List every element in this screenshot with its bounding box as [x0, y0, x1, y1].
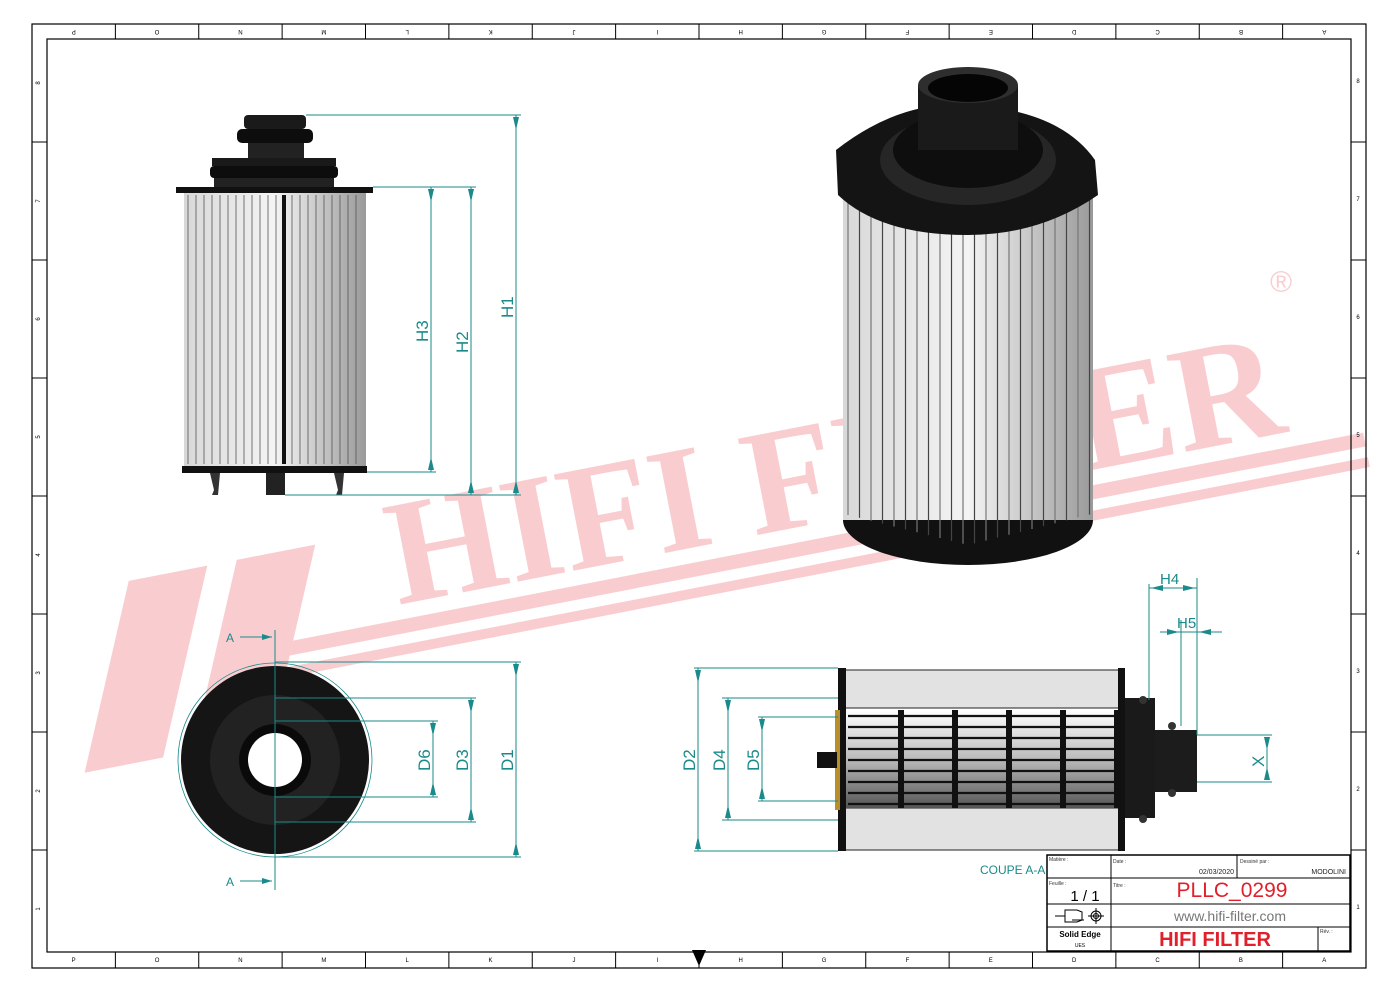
zone-letter-bottom: I	[656, 958, 658, 964]
zone-letter-top: F	[905, 28, 909, 34]
software-name: Solid Edge	[1059, 930, 1101, 939]
zone-letter-bottom: F	[906, 958, 910, 964]
date-label: Date :	[1113, 859, 1126, 865]
dim-d2: D2	[680, 749, 699, 771]
zone-letter-bottom: L	[406, 958, 410, 964]
dim-d3: D3	[453, 749, 472, 771]
material-label: Matière :	[1049, 857, 1068, 863]
zone-letter-bottom: J	[572, 958, 575, 964]
zone-letter-top: J	[572, 28, 575, 34]
zone-markers: P P O O N N M M L L K K J J I I H H G G F F E E D D C C B B A A 8 8 7 7 6 6 5 5…	[32, 24, 1366, 968]
website: www.hifi-filter.com	[1173, 908, 1286, 924]
dim-x: X	[1249, 756, 1268, 767]
zone-letter-top: C	[1155, 28, 1160, 34]
section-marker-top: A	[226, 631, 234, 645]
zone-letter-top: N	[238, 28, 242, 34]
zone-number-left: 6	[36, 317, 42, 321]
filter-media	[184, 193, 366, 466]
registered-mark: ®	[1270, 266, 1292, 299]
zone-number-right: 6	[1356, 315, 1360, 321]
dim-h2: H2	[453, 331, 472, 353]
company-name: HIFI FILTER	[1159, 929, 1271, 951]
zone-number-left: 3	[36, 671, 42, 675]
isometric-view	[836, 67, 1098, 565]
zone-letter-top: P	[72, 28, 76, 34]
zone-letter-top: A	[1322, 28, 1326, 34]
sheet-label: Feuille :	[1049, 881, 1067, 887]
zone-number-right: 2	[1356, 787, 1360, 793]
zone-letter-top: M	[321, 28, 326, 34]
zone-letter-top: G	[821, 28, 826, 34]
section-marker-bottom: A	[226, 875, 234, 889]
zone-letter-bottom: E	[989, 958, 993, 964]
zone-letter-bottom: O	[155, 958, 160, 964]
zone-letter-bottom: A	[1322, 958, 1326, 964]
zone-letter-bottom: B	[1239, 958, 1243, 964]
zone-letter-bottom: M	[321, 958, 326, 964]
zone-number-right: 7	[1356, 197, 1360, 203]
zone-number-right: 1	[1356, 905, 1360, 911]
drawn-by-value: MODOLINI	[1311, 869, 1346, 876]
dim-d4: D4	[710, 749, 729, 771]
section-view: D2 D4 D5 H4 H5 X COUPE A-A	[680, 571, 1272, 877]
zone-letter-bottom: K	[489, 958, 493, 964]
zone-letter-top: K	[489, 28, 493, 34]
zone-number-right: 4	[1356, 551, 1360, 557]
center-mark-icon	[692, 950, 706, 966]
drawn-by-label: Dessiné par :	[1240, 859, 1269, 865]
zone-number-right: 3	[1356, 669, 1360, 675]
dim-d5: D5	[744, 749, 763, 771]
drawing-title: PLLC_0299	[1177, 879, 1288, 902]
zone-letter-bottom: C	[1155, 958, 1160, 964]
zone-number-left: 8	[36, 81, 42, 85]
dim-h1: H1	[498, 296, 517, 318]
zone-letter-bottom: P	[72, 958, 76, 964]
zone-letter-bottom: D	[1072, 958, 1077, 964]
section-caption: COUPE A-A	[980, 863, 1045, 877]
projection-symbol-icon	[1055, 908, 1104, 924]
zone-letter-top: I	[656, 28, 658, 34]
dim-d6: D6	[415, 749, 434, 771]
dim-h3: H3	[413, 320, 432, 342]
zone-number-left: 4	[36, 553, 42, 557]
dim-h4: H4	[1160, 571, 1179, 588]
rev-label: Rév. :	[1320, 929, 1333, 935]
title-label: Titre :	[1113, 883, 1126, 889]
zone-letter-top: H	[739, 28, 743, 34]
dim-d1: D1	[498, 749, 517, 771]
zone-letter-top: O	[154, 28, 159, 34]
date-value: 02/03/2020	[1199, 869, 1234, 876]
zone-letter-top: E	[989, 28, 993, 34]
zone-number-left: 7	[36, 199, 42, 203]
zone-number-left: 5	[36, 435, 42, 439]
side-view: H1 H2 H3	[176, 114, 521, 496]
software-sub: UES	[1075, 943, 1086, 949]
zone-letter-top: B	[1239, 28, 1243, 34]
zone-letter-bottom: G	[822, 958, 827, 964]
zone-number-right: 8	[1356, 79, 1360, 85]
dim-h5: H5	[1177, 615, 1196, 632]
zone-number-left: 2	[36, 789, 42, 793]
zone-letter-top: D	[1071, 28, 1076, 34]
zone-letter-top: L	[405, 28, 409, 34]
zone-number-right: 5	[1356, 433, 1360, 439]
core-rib	[1114, 710, 1120, 808]
sheet-value: 1 / 1	[1070, 888, 1099, 905]
bottom-view: D1 D3 D6 A A	[177, 630, 521, 890]
title-block: Matière : Date : 02/03/2020 Dessiné par …	[1046, 854, 1351, 952]
zone-letter-bottom: N	[238, 958, 242, 964]
zone-number-left: 1	[36, 907, 42, 911]
zone-letter-bottom: H	[739, 958, 743, 964]
